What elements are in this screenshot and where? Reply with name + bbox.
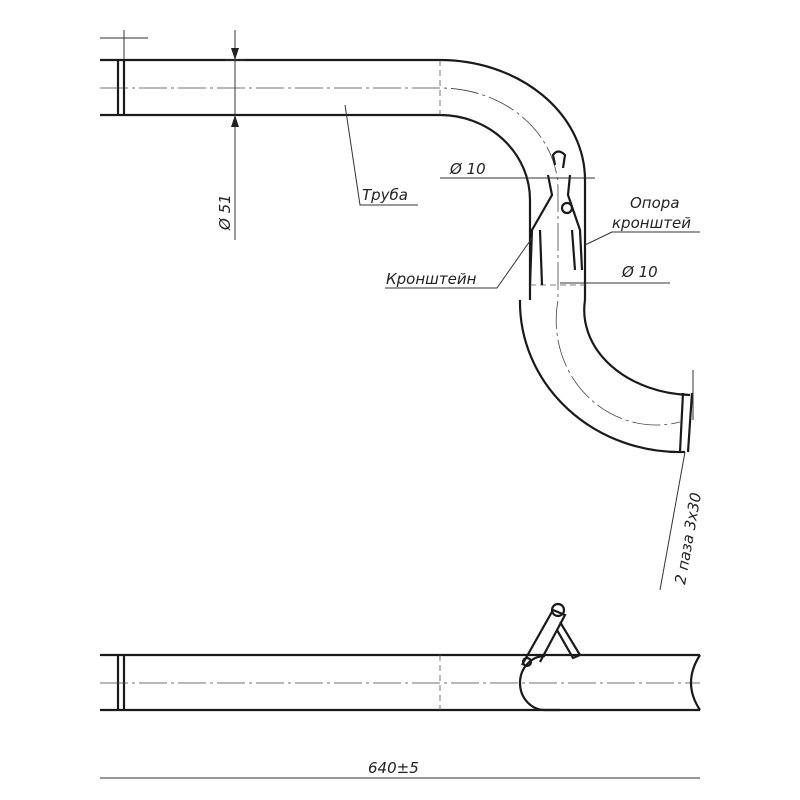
bracket (528, 150, 584, 286)
bracket-leader (385, 237, 533, 289)
hidden-lines (439, 60, 585, 286)
slot-leader (659, 370, 694, 591)
length-label: 640±5 (368, 759, 419, 777)
side-bracket-foot (521, 656, 533, 668)
side-view (100, 602, 701, 779)
side-pipe-end (689, 654, 701, 711)
support-label-line2: кронштей (612, 214, 691, 232)
bend-projection (518, 654, 560, 712)
bend-inner (583, 299, 691, 397)
pipe-end-slanted (678, 392, 694, 453)
bracket-label: Кронштейн (386, 270, 477, 288)
pipe-side-edges (100, 653, 700, 712)
pipe-end-ring (116, 60, 126, 115)
centerline (100, 87, 681, 426)
bend-outer (518, 299, 686, 454)
side-bracket-pin (550, 602, 566, 618)
support-leader (584, 231, 700, 246)
end-dimension (100, 30, 148, 60)
side-bracket (521, 608, 582, 666)
top-view (100, 30, 700, 591)
bracket-pin (560, 201, 574, 215)
support-label-line1: Опора (630, 194, 680, 212)
pipe-leader (344, 104, 418, 206)
pipe-side-end-ring (116, 655, 126, 710)
pipe-label: Труба (362, 186, 408, 204)
pipe-diameter-label: Ø 51 (216, 194, 234, 231)
bracket-diameter-top-label: Ø 10 (449, 160, 486, 178)
pipe-inner-edge (100, 113, 532, 300)
slots-label: 2 паза 3х30 (671, 491, 705, 585)
bracket-diameter-bottom-label: Ø 10 (621, 263, 658, 281)
pipe-outer-edge (100, 58, 587, 300)
